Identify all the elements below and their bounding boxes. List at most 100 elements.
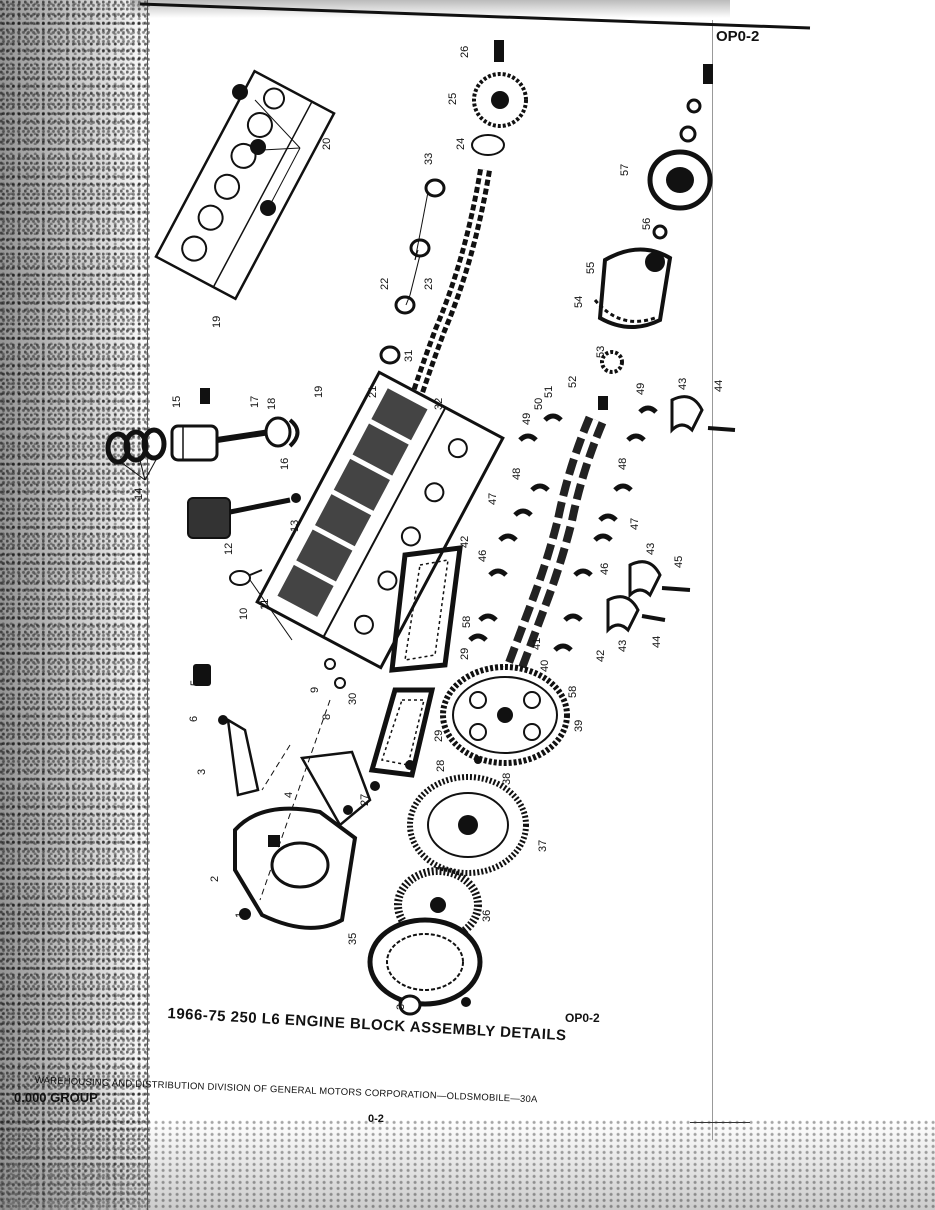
part-callout: 15 <box>171 396 183 408</box>
page-margin-line <box>712 20 713 1140</box>
part-callout: 13 <box>289 520 301 532</box>
part-callout: 19 <box>211 316 223 328</box>
oil-seal <box>652 224 668 240</box>
main-bearing-shells <box>468 405 658 652</box>
binding-edge-line <box>147 0 148 1210</box>
part-callout: 5 <box>189 680 201 686</box>
part-callout: 53 <box>595 346 607 358</box>
part-callout: 50 <box>533 398 545 410</box>
part-callout: 31 <box>403 350 415 362</box>
part-callout: 48 <box>511 468 523 480</box>
part-callout: 39 <box>573 720 585 732</box>
leader-lines <box>117 99 429 901</box>
part-callout: 48 <box>617 458 629 470</box>
part-callout: 47 <box>487 493 499 505</box>
part-callout: 49 <box>635 383 647 395</box>
oil-pan-gasket-lower <box>368 687 436 778</box>
part-callout: 4 <box>283 792 295 798</box>
part-callout: 14 <box>133 488 145 500</box>
plate-number-top: OP0-2 <box>716 28 760 45</box>
cylinder-head <box>154 69 336 301</box>
part-callout: 57 <box>619 164 631 176</box>
part-callout: 51 <box>543 386 555 398</box>
part-callout: 47 <box>629 518 641 530</box>
part-callout: 46 <box>477 550 489 562</box>
part-callout: 30 <box>347 693 359 705</box>
plug-8 <box>334 677 346 689</box>
part-callout: 34 <box>395 998 407 1010</box>
part-callout: 27 <box>359 794 371 806</box>
part-callout: 58 <box>461 616 473 628</box>
crankshaft-pulley <box>647 64 713 211</box>
part-callout: 43 <box>677 378 689 390</box>
part-callout: 18 <box>266 398 278 410</box>
top-rule <box>139 2 811 30</box>
scan-edge-noise <box>0 0 150 1210</box>
flywheel-housing-plate <box>299 750 372 827</box>
pilot-bearing <box>398 994 422 1016</box>
part-callout: 44 <box>651 636 663 648</box>
connecting-rod <box>216 416 300 448</box>
scan-bottom-noise <box>0 1120 935 1210</box>
part-callout: 22 <box>379 278 391 290</box>
part-callout: 24 <box>455 138 467 150</box>
part-callout: 17 <box>249 396 261 408</box>
housing-bolt <box>239 908 251 920</box>
part-callout: 11 <box>259 599 271 610</box>
plate-number-bottom: OP0-2 <box>565 1011 600 1025</box>
timing-cover <box>593 247 673 330</box>
part-callout: 43 <box>617 640 629 652</box>
part-callout: 37 <box>537 840 549 852</box>
part-callout: 41 <box>531 638 543 650</box>
piston-rings <box>105 427 167 465</box>
part-callout: 25 <box>447 93 459 105</box>
pan-bolt <box>405 760 415 770</box>
part-callout: 45 <box>673 556 685 568</box>
timing-gear-key <box>598 396 608 410</box>
part-callout: 33 <box>423 153 435 165</box>
engine-block <box>255 370 505 670</box>
camshaft-bearings <box>379 178 446 365</box>
part-callout: 42 <box>459 536 471 548</box>
thrust-plate <box>471 134 505 156</box>
oil-pan-gasket-upper <box>389 545 463 673</box>
head-core-plugs <box>232 84 276 216</box>
main-cap-bolts <box>641 426 736 622</box>
footer-page-number: 0-2 <box>368 1113 384 1125</box>
crankshaft <box>499 415 607 684</box>
motor-mount <box>193 664 260 797</box>
part-callout: 55 <box>585 262 597 274</box>
part-callout: 8 <box>321 714 333 720</box>
part-callout: 28 <box>435 760 447 772</box>
part-callout: 29 <box>433 730 445 742</box>
pressure-plate <box>367 917 483 1007</box>
part-callout: 20 <box>321 138 333 150</box>
part-callout: 16 <box>279 458 291 470</box>
part-callout: 6 <box>188 716 200 722</box>
part-callout: 21 <box>367 386 379 398</box>
part-callout: 46 <box>599 563 611 575</box>
flywheel-housing <box>233 806 358 930</box>
footer-rule <box>690 1122 750 1123</box>
camshaft-sprocket <box>472 40 528 128</box>
flywheel <box>440 664 570 766</box>
crank-sprocket <box>600 350 624 374</box>
part-callout: 29 <box>459 648 471 660</box>
part-callout: 38 <box>501 773 513 785</box>
part-callout: 23 <box>423 278 435 290</box>
part-callout: 12 <box>223 543 235 555</box>
part-callouts: 1 2 3 4 5 6 8 9 10 11 12 13 14 15 16 17 … <box>133 46 725 1010</box>
part-callout: 10 <box>238 608 250 620</box>
part-callout: 35 <box>347 933 359 945</box>
part-callout: 9 <box>309 687 321 693</box>
part-callout: 54 <box>573 296 585 308</box>
fuel-pump-fitting <box>229 569 263 586</box>
clutch-bolt <box>461 997 471 1007</box>
part-callout: 1 <box>234 912 246 918</box>
part-callout: 58 <box>567 686 579 698</box>
oil-pump <box>187 493 301 539</box>
part-callout: 26 <box>459 46 471 58</box>
footer-group: 0.000 GROUP <box>14 1090 98 1105</box>
pan-drain-plug <box>370 781 380 791</box>
